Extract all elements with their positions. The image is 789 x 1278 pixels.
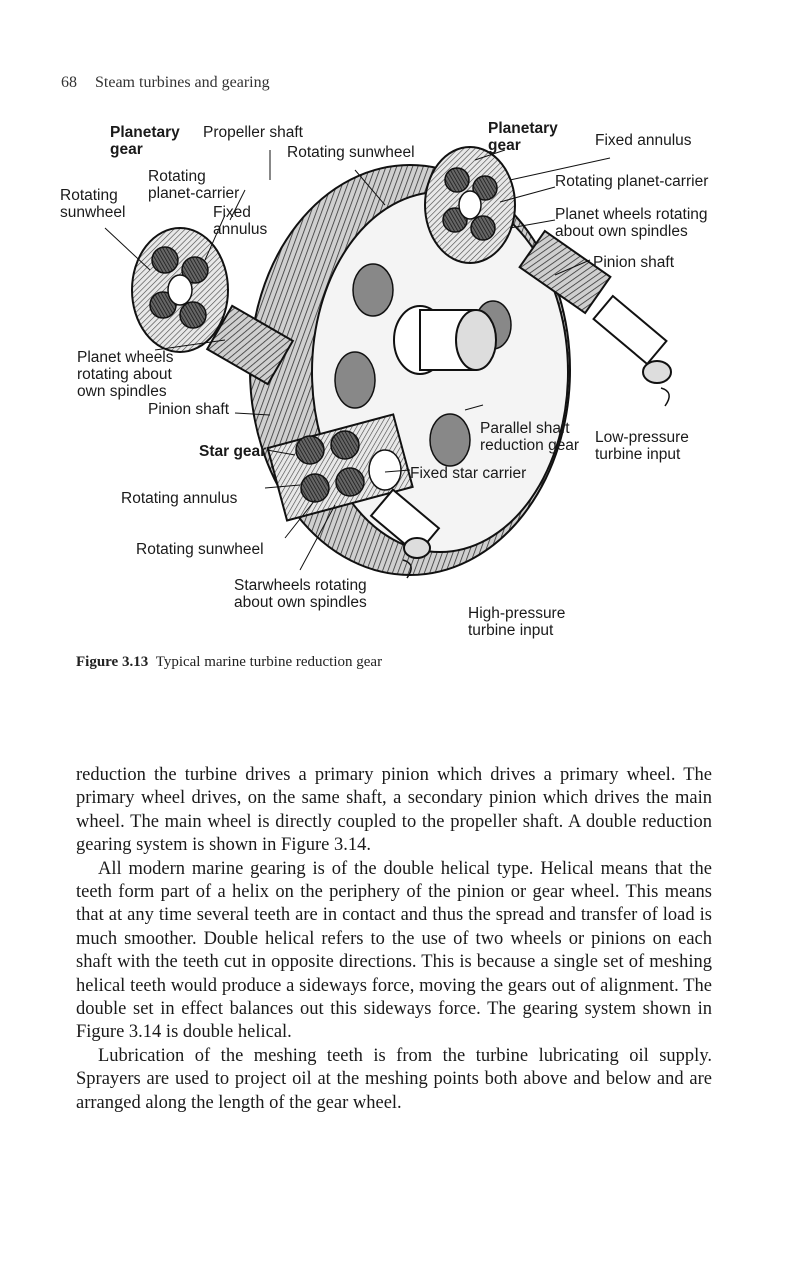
running-head: 68 Steam turbines and gearing xyxy=(61,74,270,92)
label-star-gear: Star gear xyxy=(199,443,267,460)
figure-caption: Figure 3.13 Typical marine turbine reduc… xyxy=(76,654,382,671)
label-fixed-star-carrier: Fixed star carrier xyxy=(410,465,527,482)
figure-caption-text: Typical marine turbine reduction gear xyxy=(155,654,383,670)
label-planet-wheels-right: Planet wheels rotating about own spindle… xyxy=(555,206,708,240)
label-rotating-sunwheel-bottom: Rotating sunwheel xyxy=(136,541,264,558)
figure-number: Figure 3.13 xyxy=(76,654,149,670)
label-planetary-gear-left: Planetary gear xyxy=(110,124,180,158)
low-pressure-rotation-arrow xyxy=(660,387,670,407)
label-rotating-sunwheel-left: Rotating sunwheel xyxy=(60,187,126,221)
left-planetary-gear xyxy=(131,227,295,386)
body-text: reduction the turbine drives a primary p… xyxy=(76,764,712,1115)
label-starwheels: Starwheels rotating about own spindles xyxy=(234,577,367,611)
high-pressure-rotation-arrow xyxy=(402,559,412,579)
label-parallel-shaft: Parallel shaft reduction gear xyxy=(480,420,580,454)
label-low-pressure: Low-pressure turbine input xyxy=(595,429,689,463)
right-planetary-gear xyxy=(424,146,672,384)
label-high-pressure: High-pressure turbine input xyxy=(468,605,566,639)
star-gear xyxy=(266,413,441,559)
gear-illustration: Planetary gear Propeller shaft Rotating … xyxy=(55,110,735,650)
paragraph-2: All modern marine gearing is of the doub… xyxy=(76,858,712,1043)
label-rotating-planet-carrier-left: Rotating planet-carrier xyxy=(148,168,240,202)
label-planetary-gear-right: Planetary gear xyxy=(488,120,558,154)
label-planet-wheels-left: Planet wheels rotating about own spindle… xyxy=(77,349,174,400)
label-rotating-planet-carrier-right: Rotating planet-carrier xyxy=(555,173,709,190)
label-rotating-annulus: Rotating annulus xyxy=(121,490,238,507)
label-propeller-shaft: Propeller shaft xyxy=(203,124,303,141)
page-number: 68 xyxy=(61,74,77,91)
leader-lines xyxy=(104,149,611,571)
label-pinion-shaft-left: Pinion shaft xyxy=(148,401,229,418)
label-fixed-annulus-left: Fixed annulus xyxy=(213,204,268,238)
paragraph-3: Lubrication of the meshing teeth is from… xyxy=(76,1045,712,1113)
label-rotating-sunwheel-top: Rotating sunwheel xyxy=(287,144,415,161)
paragraph-1: reduction the turbine drives a primary p… xyxy=(76,765,712,856)
label-pinion-shaft-right: Pinion shaft xyxy=(593,254,674,271)
gear-drawing xyxy=(104,146,672,579)
running-title: Steam turbines and gearing xyxy=(95,74,270,91)
label-fixed-annulus-right: Fixed annulus xyxy=(595,132,692,149)
